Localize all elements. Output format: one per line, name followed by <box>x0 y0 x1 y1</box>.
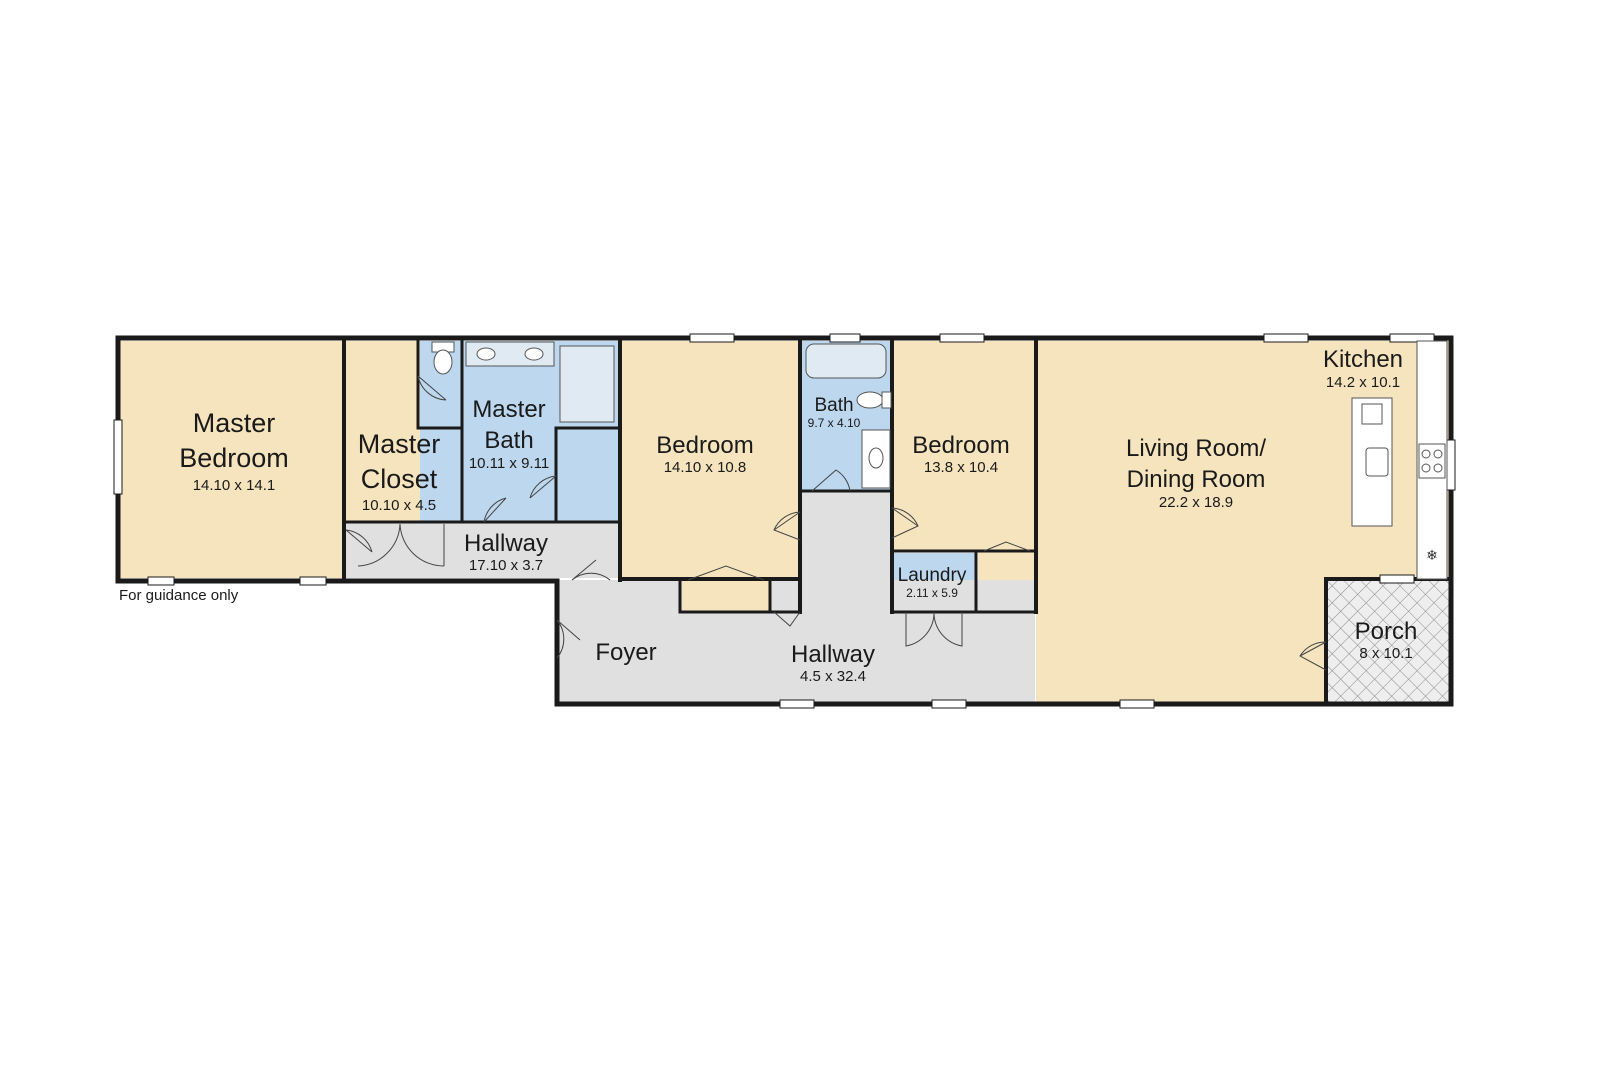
guidance-note: For guidance only <box>119 587 239 604</box>
bath-dim: 9.7 x 4.10 <box>808 416 861 430</box>
living-label: Living Room/ <box>1126 435 1266 462</box>
fridge-icon: ❄ <box>1426 548 1438 564</box>
laundry-dim: 2.11 x 5.9 <box>906 586 958 600</box>
walls <box>115 335 1454 707</box>
main-hallway-label: Hallway <box>791 641 875 668</box>
living-label-2: Dining Room <box>1127 466 1266 493</box>
bedroom-2-dim: 13.8 x 10.4 <box>924 459 998 476</box>
kitchen-dim: 14.2 x 10.1 <box>1326 374 1400 391</box>
bedroom-2-floor <box>894 341 1034 551</box>
bedroom-2-label: Bedroom <box>912 432 1009 459</box>
porch-floor <box>1326 580 1451 704</box>
bedroom-1-floor <box>622 341 800 578</box>
bedroom-1-dim: 14.10 x 10.8 <box>664 459 747 476</box>
porch-label: Porch <box>1355 618 1418 645</box>
door-swings <box>345 375 1327 671</box>
living-dim: 22.2 x 18.9 <box>1159 494 1233 511</box>
master-closet-label-2: Closet <box>361 464 438 494</box>
west-hallway-label: Hallway <box>464 530 548 557</box>
master-bedroom-dim: 14.10 x 14.1 <box>193 477 276 494</box>
master-bath-label: Master <box>472 396 545 423</box>
master-bedroom-label-2: Bedroom <box>179 443 289 473</box>
hall-spine-floor <box>802 491 892 581</box>
master-closet-label: Master <box>358 429 441 459</box>
master-bedroom-floor <box>120 341 344 578</box>
west-hallway-dim: 17.10 x 3.7 <box>469 557 543 574</box>
west-hallway-floor <box>346 522 620 578</box>
bedroom-1-label: Bedroom <box>656 432 753 459</box>
windows <box>113 333 1456 709</box>
fixtures <box>431 340 1448 580</box>
master-closet-dim: 10.10 x 4.5 <box>362 497 436 514</box>
porch-dim: 8 x 10.1 <box>1359 645 1412 662</box>
kitchen-label: Kitchen <box>1323 346 1403 373</box>
master-bath-label-2: Bath <box>484 427 533 454</box>
master-bath-dim: 10.11 x 9.11 <box>469 455 549 472</box>
foyer-label: Foyer <box>595 639 656 666</box>
bath-label: Bath <box>814 395 853 416</box>
main-hallway-floor <box>557 580 1035 702</box>
closet-bedroom-1-floor <box>682 578 770 612</box>
main-hallway-dim: 4.5 x 32.4 <box>800 668 866 685</box>
laundry-label: Laundry <box>898 565 967 586</box>
master-bedroom-label: Master <box>193 408 276 438</box>
